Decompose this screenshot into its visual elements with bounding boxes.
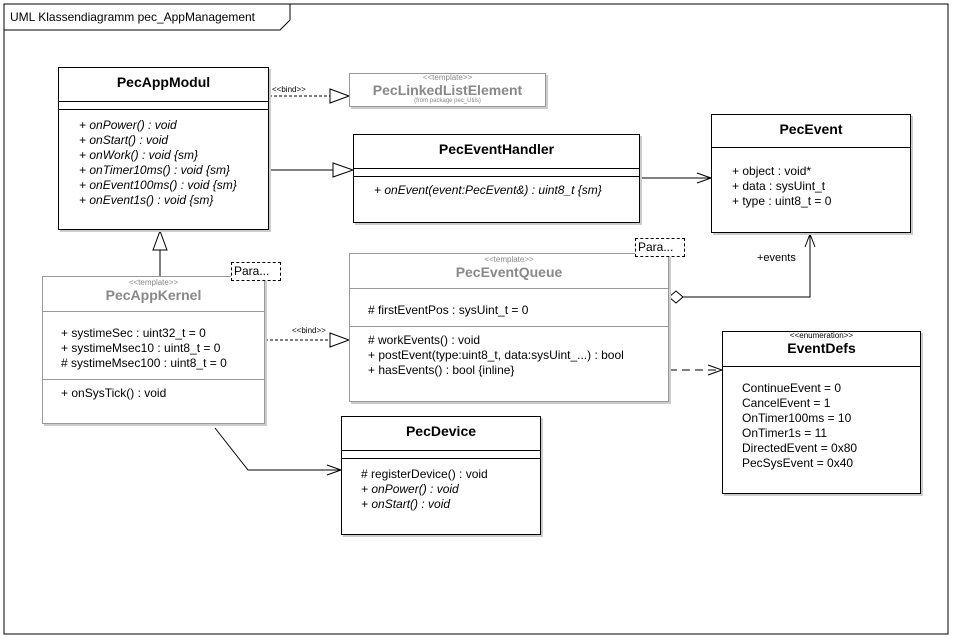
- realization-arrow: [329, 88, 351, 104]
- methods-section: + onSysTick() : void: [43, 380, 264, 405]
- bind-label: <<bind>>: [272, 85, 306, 94]
- generalization-arrow: [332, 162, 355, 178]
- attribute: + data : sysUint_t: [732, 179, 826, 193]
- attribute: + systimeSec : uint32_t = 0: [61, 326, 206, 340]
- method: + onEvent1s() : void {sm}: [79, 193, 214, 207]
- class-pecappkernel[interactable]: <<template>> PecAppKernel + systimeSec :…: [42, 276, 265, 424]
- class-name: PecLinkedListElement: [372, 82, 523, 98]
- method: # workEvents() : void: [368, 333, 481, 347]
- package-label: (from package pec_Utils): [414, 98, 481, 104]
- enum-literal: PecSysEvent = 0x40: [742, 456, 854, 470]
- stereotype: <<template>>: [484, 255, 534, 264]
- method: + onEvent100ms() : void {sm}: [79, 178, 237, 192]
- methods-section: + onPower() : void + onStart() : void + …: [59, 110, 268, 212]
- class-pecevent[interactable]: PecEvent + object : void* + data : sysUi…: [711, 114, 911, 233]
- aggregation-line-events: [683, 234, 811, 298]
- template-parameter-box[interactable]: Para...: [231, 262, 281, 281]
- attribute: + type : uint8_t = 0: [732, 194, 832, 208]
- enum-literal: DirectedEvent = 0x80: [742, 441, 858, 455]
- methods-section: # workEvents() : void + postEvent(type:u…: [350, 327, 668, 382]
- generalization-arrow: [152, 229, 168, 251]
- methods-section: # registerDevice() : void + onPower() : …: [342, 459, 540, 516]
- methods-section: + onEvent(event:PecEvent&) : uint8_t {sm…: [354, 177, 639, 202]
- class-name: PecAppModul: [59, 68, 268, 102]
- class-pecdevice[interactable]: PecDevice # registerDevice() : void + on…: [341, 416, 541, 535]
- method: + onStart() : void: [79, 133, 169, 147]
- class-name: PecAppKernel: [105, 287, 202, 303]
- method: + onStart() : void: [361, 497, 451, 511]
- enum-literal: OnTimer100ms = 10: [742, 411, 852, 425]
- enum-eventdefs[interactable]: <<enumeration>> EventDefs ContinueEvent …: [722, 331, 921, 494]
- class-peceventhandler[interactable]: PecEventHandler + onEvent(event:PecEvent…: [353, 134, 640, 223]
- method: + onEvent(event:PecEvent&) : uint8_t {sm…: [374, 183, 602, 197]
- class-peceventqueue[interactable]: <<template>> PecEventQueue # firstEventP…: [349, 253, 669, 402]
- method: + onTimer10ms() : void {sm}: [79, 163, 230, 177]
- association-line-device: [214, 427, 341, 471]
- attributes-section: [342, 451, 540, 459]
- class-name: PecEventHandler: [354, 135, 639, 169]
- attribute: + object : void*: [732, 164, 812, 178]
- class-name: EventDefs: [787, 340, 856, 356]
- aggregation-diamond: [668, 290, 684, 304]
- stereotype: <<template>>: [422, 73, 473, 82]
- method: + onSysTick() : void: [61, 386, 167, 400]
- method: + onPower() : void: [79, 118, 177, 132]
- class-name: PecDevice: [342, 417, 540, 451]
- class-peclinkedlistelement[interactable]: <<template>> PecLinkedListElement (from …: [349, 73, 546, 107]
- stereotype: <<template>>: [128, 278, 179, 287]
- frame-title-tab: [4, 4, 291, 31]
- attribute: # firstEventPos : sysUint_t = 0: [368, 303, 529, 317]
- method: + onPower() : void: [361, 482, 459, 496]
- enum-literal: OnTimer1s = 11: [742, 426, 828, 440]
- attributes-section: + systimeSec : uint32_t = 0 + systimeMse…: [43, 312, 264, 380]
- realization-arrow: [329, 332, 351, 348]
- diagram-frame: [3, 3, 949, 635]
- bind-label: <<bind>>: [292, 326, 326, 335]
- method: + postEvent(type:uint8_t, data:sysUint_.…: [368, 348, 624, 362]
- attributes-section: [59, 102, 268, 110]
- open-arrow: [804, 232, 816, 248]
- stereotype: <<enumeration>>: [789, 331, 854, 340]
- class-header: <<template>> PecEventQueue: [350, 254, 668, 289]
- attribute: # systimeMsec100 : uint8_t = 0: [61, 356, 227, 370]
- class-header: <<enumeration>> EventDefs: [723, 332, 920, 367]
- method: # registerDevice() : void: [361, 467, 488, 481]
- class-name: PecEvent: [712, 115, 910, 148]
- class-name: PecEventQueue: [455, 264, 563, 280]
- class-pecappmodul[interactable]: PecAppModul + onPower() : void + onStart…: [58, 67, 269, 230]
- template-parameter-box[interactable]: Para...: [635, 238, 685, 257]
- literals-section: ContinueEvent = 0 CancelEvent = 1 OnTime…: [723, 367, 920, 475]
- method: + hasEvents() : bool {inline}: [368, 363, 515, 377]
- attributes-section: # firstEventPos : sysUint_t = 0: [350, 289, 668, 327]
- frame-title: UML Klassendiagramm pec_AppManagement: [10, 10, 256, 24]
- attribute: + systimeMsec10 : uint8_t = 0: [61, 341, 221, 355]
- method: + onWork() : void {sm}: [79, 148, 199, 162]
- enum-literal: ContinueEvent = 0: [742, 381, 842, 395]
- attributes-section: + object : void* + data : sysUint_t + ty…: [712, 148, 910, 213]
- attributes-section: [354, 169, 639, 177]
- enum-literal: CancelEvent = 1: [742, 396, 831, 410]
- class-header: <<template>> PecAppKernel: [43, 277, 264, 312]
- events-role-label: +events: [757, 252, 796, 264]
